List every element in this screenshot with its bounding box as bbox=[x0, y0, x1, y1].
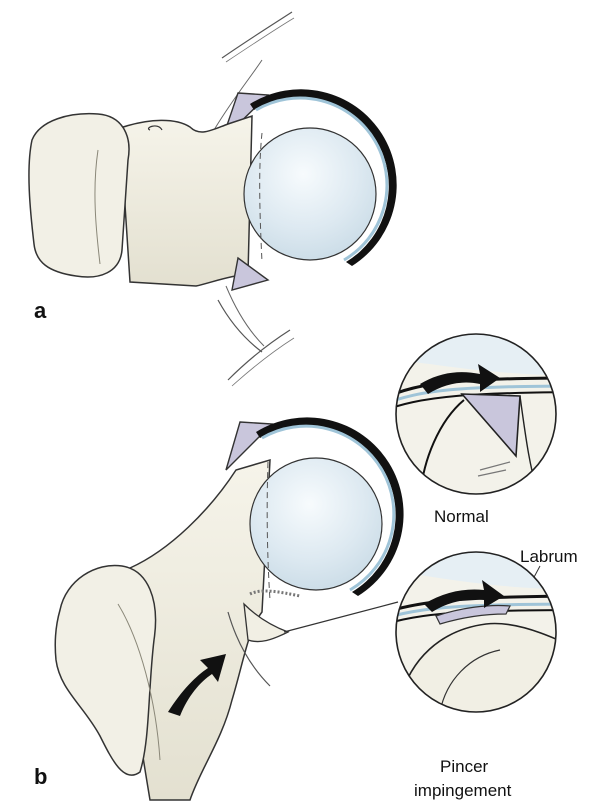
greater-trochanter-b bbox=[55, 565, 155, 775]
greater-trochanter-a bbox=[29, 114, 129, 277]
femoral-head-a bbox=[244, 128, 376, 260]
pincer-caption-line1: Pincer bbox=[440, 757, 489, 776]
panel-b-label: b bbox=[34, 764, 47, 789]
femur-neck-a bbox=[120, 116, 252, 286]
panel-a-label: a bbox=[34, 298, 47, 323]
panel-b-femur bbox=[55, 330, 403, 800]
lower-labrum-shape bbox=[232, 258, 268, 290]
normal-caption: Normal bbox=[434, 507, 489, 526]
panel-a-femur bbox=[29, 12, 397, 352]
callout-line bbox=[284, 602, 398, 632]
normal-inset bbox=[380, 330, 597, 500]
pincer-caption-line2: impingement bbox=[414, 781, 512, 800]
pincer-inset bbox=[380, 540, 597, 720]
femoral-head-b bbox=[250, 458, 382, 590]
labrum-callout: Labrum bbox=[520, 547, 578, 566]
